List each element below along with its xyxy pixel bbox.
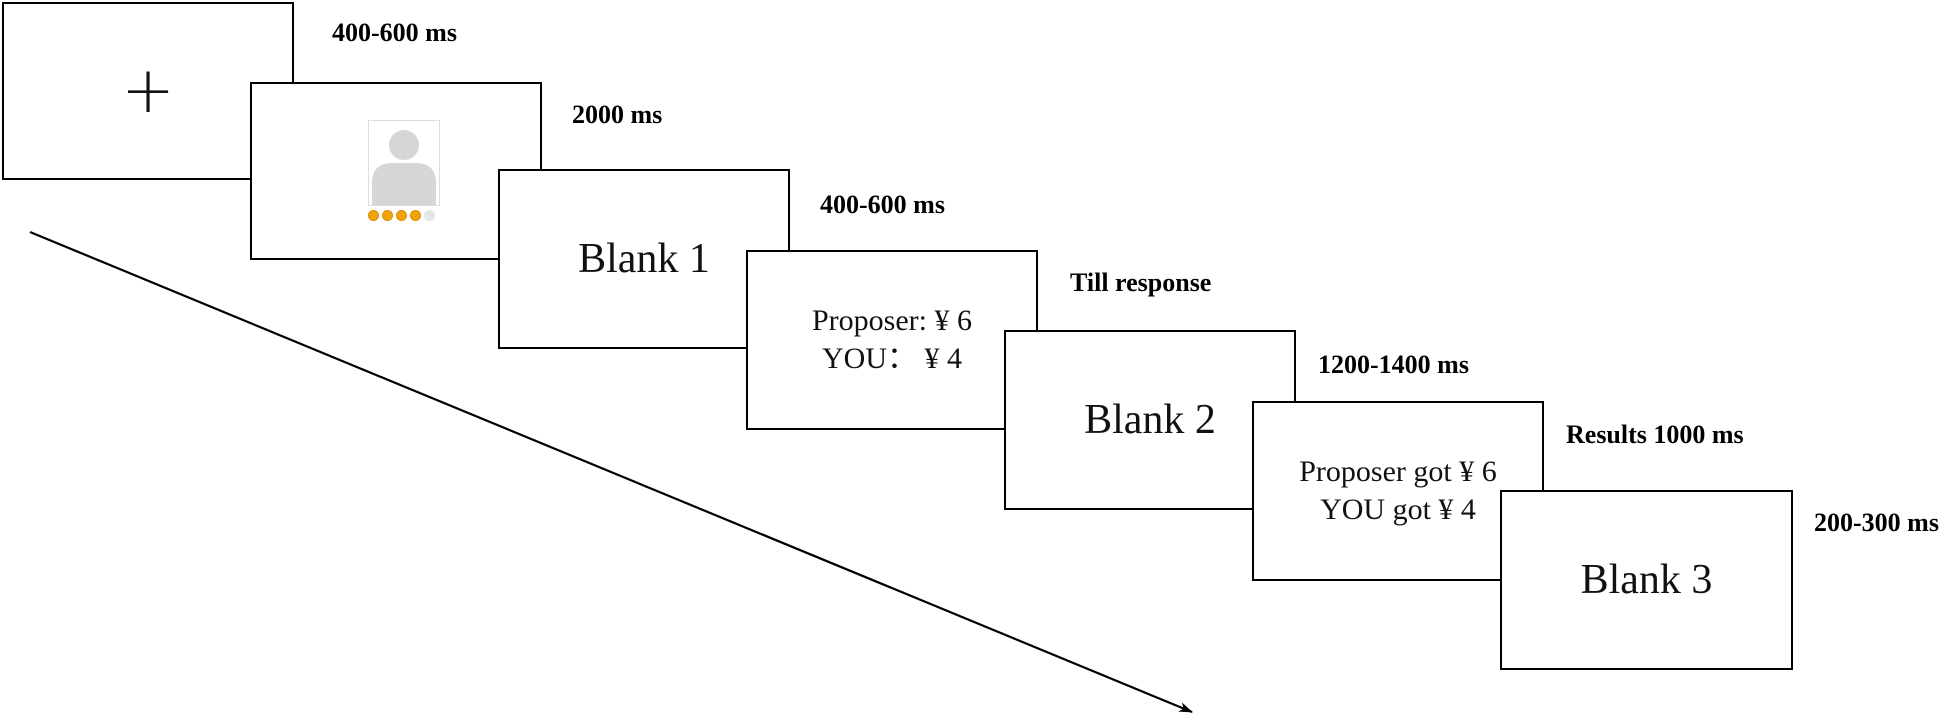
rating-dots [368,210,435,221]
face-image [368,120,440,206]
face-screen [250,82,542,260]
blank2-duration: 1200-1400 ms [1318,350,1469,379]
offer-you-line: YOU： ¥ 4 [822,342,962,375]
person-silhouette-icon [372,130,436,205]
blank3-screen: Blank 3 [1500,490,1793,670]
offer-duration: Till response [1070,268,1212,297]
rating-dot-filled [410,210,421,221]
blank1-label: Blank 1 [578,236,710,282]
blank1-screen: Blank 1 [498,169,790,349]
rating-dot-empty [424,210,435,221]
blank1-duration: 400-600 ms [820,190,945,219]
offer-proposer-line: Proposer: ¥ 6 [812,304,972,337]
fixation-duration: 400-600 ms [332,18,457,47]
fixation-cross: + [121,54,175,128]
rating-dot-filled [396,210,407,221]
blank2-label: Blank 2 [1084,397,1216,443]
rating-dot-filled [368,210,379,221]
blank3-label: Blank 3 [1580,557,1713,603]
timeline-arrow-line [29,230,1193,714]
results-duration: Results 1000 ms [1566,420,1744,449]
face-duration: 2000 ms [572,100,663,129]
offer-screen: Proposer: ¥ 6 YOU： ¥ 4 [746,250,1038,430]
rating-dot-filled [382,210,393,221]
results-you-line: YOU got ¥ 4 [1320,493,1476,526]
blank2-screen: Blank 2 [1004,330,1296,510]
results-proposer-line: Proposer got ¥ 6 [1299,455,1497,488]
results-screen: Proposer got ¥ 6 YOU got ¥ 4 [1252,401,1544,581]
blank3-duration: 200-300 ms [1814,508,1939,537]
fixation-screen: + [2,2,294,180]
